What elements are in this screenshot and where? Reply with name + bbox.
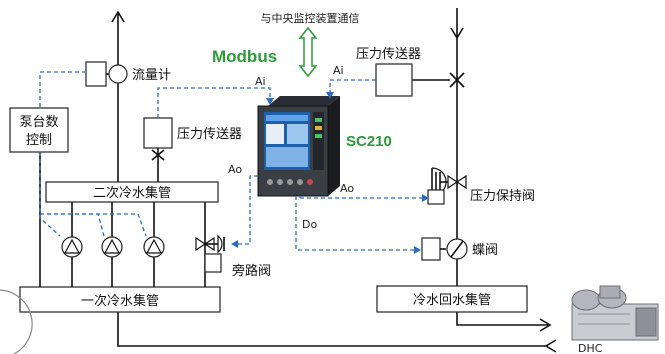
signal-do: Do [302, 218, 317, 231]
pressure-holding-valve-icon [427, 167, 467, 205]
signal-lines [39, 71, 429, 254]
butterfly-valve-label: 蝶阀 [472, 243, 498, 258]
signal-ao-right: Ao [340, 182, 354, 195]
butterfly-valve-icon [421, 237, 468, 261]
pump-icon [61, 236, 83, 258]
signal-ai-left: Ai [255, 75, 266, 88]
return-header-label: 冷水回水集管 [413, 292, 491, 308]
pressure-sensor-left-icon [143, 117, 173, 149]
pump-icon [143, 236, 165, 258]
controller-device-icon [257, 96, 340, 197]
pump-icon [101, 236, 123, 258]
chiller-icon [571, 285, 659, 341]
pressure-holding-valve-label: 压力保持阀 [470, 189, 535, 204]
flow-meter-icon [85, 61, 128, 87]
central-monitoring-label: 与中央监控装置通信 [261, 11, 360, 25]
return-header: 冷水回水集管 [376, 285, 528, 313]
modbus-double-arrow-icon [298, 26, 318, 78]
bypass-valve-icon [195, 234, 225, 273]
controller-model-label: SC210 [346, 133, 392, 150]
bypass-valve-label: 旁路阀 [232, 263, 271, 279]
primary-header-label: 一次冷水集管 [81, 293, 159, 309]
pressure-sensor-right-icon [375, 63, 413, 97]
flow-meter-label: 流量计 [132, 68, 171, 83]
secondary-header: 二次冷水集管 [45, 181, 219, 203]
pressure-sensor-left-label: 压力传送器 [177, 127, 242, 142]
dhc-label: DHC [578, 342, 603, 354]
modbus-label: Modbus [212, 47, 277, 66]
signal-ai-right: Ai [333, 64, 344, 77]
signal-ao-left: Ao [228, 163, 242, 176]
pump-count-control-box: 泵台数 控制 [9, 107, 69, 153]
decorative-arc [0, 289, 33, 354]
secondary-header-label: 二次冷水集管 [93, 185, 171, 201]
pump-count-control-label-2: 控制 [26, 133, 52, 148]
pressure-sensor-right-label: 压力传送器 [356, 47, 421, 62]
pump-count-control-label-1: 泵台数 [19, 115, 58, 130]
primary-header: 一次冷水集管 [19, 286, 221, 313]
